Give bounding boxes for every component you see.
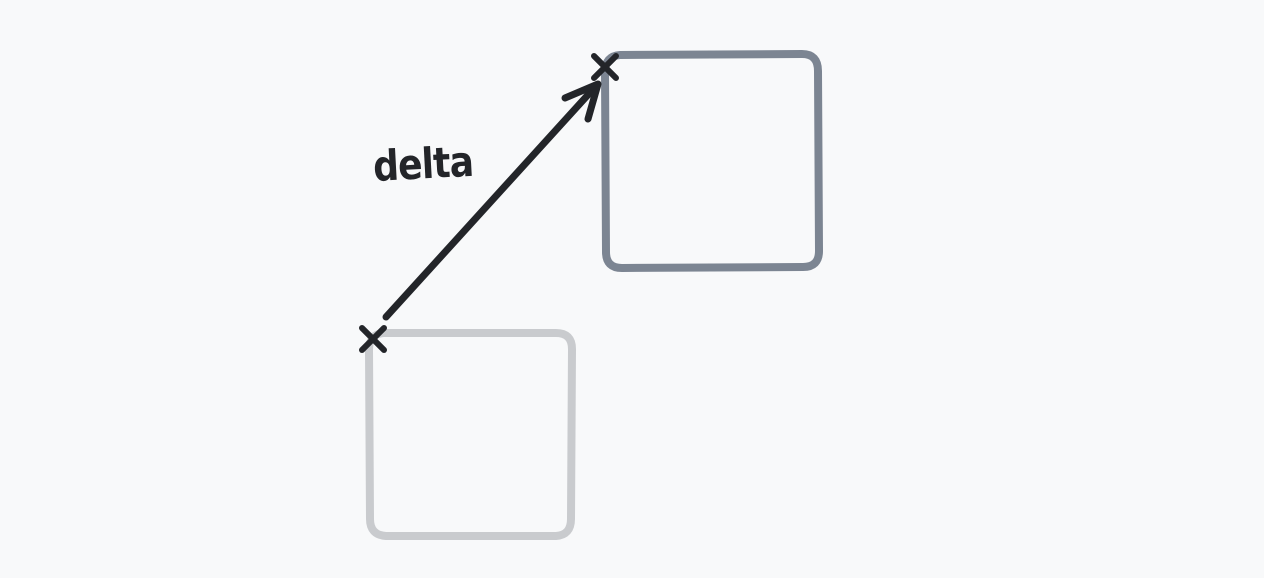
start-point-marker	[359, 325, 387, 353]
delta-arrow-shaft	[382, 82, 600, 321]
delta-label: delta	[371, 136, 475, 191]
end-point-marker	[591, 53, 619, 81]
delta-arrow-head	[561, 80, 602, 123]
